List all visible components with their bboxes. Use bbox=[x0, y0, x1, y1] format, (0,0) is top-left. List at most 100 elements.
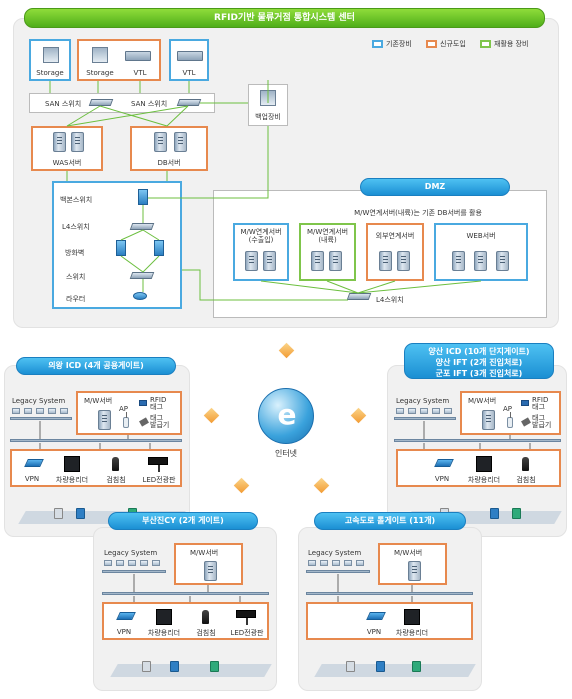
pc-icon bbox=[356, 560, 364, 566]
dmz-l4-switch-label: L4스위치 bbox=[376, 296, 404, 304]
uiwang-title: 의왕 ICD (4개 공용게이트) bbox=[16, 357, 176, 375]
vehicle-reader-icon bbox=[64, 456, 80, 472]
uiwang-legacy-label: Legacy System bbox=[12, 397, 66, 405]
server-icon bbox=[71, 132, 84, 152]
was-server-label: WAS서버 bbox=[52, 159, 82, 167]
gauge-icon bbox=[112, 457, 119, 471]
busan-gate-box: VPN 차량용리더 검침침 LED전광판 bbox=[102, 602, 269, 640]
storage-label-2: Storage bbox=[86, 69, 114, 77]
pc-icon bbox=[24, 408, 32, 414]
vtl-icon bbox=[125, 51, 151, 61]
mw-import-box: M/W연계서버 (수출입) bbox=[233, 223, 289, 281]
firewall-icon bbox=[154, 240, 164, 256]
server-icon bbox=[397, 251, 410, 271]
dmz-note: M/W연계서버(내륙)는 기존 DB서버를 활용 bbox=[354, 209, 482, 217]
yangsan-mw-box: M/W서버 AP RFID 태그 태그 발급기 bbox=[460, 391, 561, 435]
yangsan-title-line2: 양산 IFT (2개 진입처로) bbox=[435, 358, 523, 367]
truck-icon bbox=[346, 661, 355, 672]
pc-icon bbox=[432, 408, 440, 414]
legend-label-new: 신규도입 bbox=[440, 40, 466, 48]
pc-icon bbox=[444, 408, 452, 414]
vehicle-reader-icon bbox=[404, 609, 420, 625]
switch-label: 스위치 bbox=[66, 273, 86, 281]
yangsan-rfid-label: RFID 태그 bbox=[532, 396, 549, 411]
led-board-icon bbox=[148, 457, 168, 472]
yangsan-tag-printer-label: 태그 발급기 bbox=[532, 414, 552, 429]
uiwang-rfid-label: RFID 태그 bbox=[150, 396, 167, 411]
site-bus bbox=[306, 592, 473, 595]
uiwang-tag-printer-label: 태그 발급기 bbox=[150, 414, 170, 429]
external-server-label: 외부연계서버 bbox=[375, 232, 415, 240]
site-bus bbox=[10, 439, 182, 442]
ap-icon bbox=[507, 412, 513, 428]
storage-icon bbox=[92, 47, 108, 63]
rfid-tag-icon bbox=[521, 400, 529, 406]
storage-box-1: Storage bbox=[29, 39, 71, 81]
busan-reader-label: 차량용리더 bbox=[147, 629, 181, 637]
vtl-label-2: VTL bbox=[182, 69, 196, 77]
led-board-icon bbox=[236, 610, 256, 625]
pc-icon bbox=[408, 408, 416, 414]
yangsan-mw-label: M/W서버 bbox=[468, 397, 497, 405]
legacy-bus bbox=[394, 417, 456, 420]
site-bus bbox=[394, 439, 561, 442]
uiwang-mw-box: M/W서버 AP RFID 태그 태그 발급기 bbox=[76, 391, 182, 435]
yangsan-legacy-label: Legacy System bbox=[396, 397, 450, 405]
san-switch-label-1: SAN 스위치 bbox=[45, 100, 82, 108]
backbone-switch-label: 백본스위치 bbox=[60, 196, 93, 204]
db-server-box: DB서버 bbox=[130, 126, 208, 171]
web-server-label: WEB서버 bbox=[466, 232, 496, 240]
server-icon bbox=[496, 251, 509, 271]
server-icon bbox=[154, 132, 167, 152]
vtl-label-1: VTL bbox=[133, 69, 147, 77]
server-icon bbox=[53, 132, 66, 152]
pc-icon bbox=[48, 408, 56, 414]
vtl-icon bbox=[177, 51, 203, 61]
internet-label: 인터넷 bbox=[274, 449, 298, 458]
busan-mw-box: M/W서버 bbox=[174, 543, 243, 585]
busan-gauge-label: 검침침 bbox=[196, 629, 216, 637]
highway-mw-box: M/W서버 bbox=[378, 543, 447, 585]
gauge-icon bbox=[202, 610, 209, 624]
yangsan-title: 양산 ICD (10개 단지게이트) 양산 IFT (2개 진입처로) 군포 I… bbox=[404, 343, 554, 379]
uiwang-led-label: LED전광판 bbox=[142, 476, 176, 484]
vehicle-reader-icon bbox=[156, 609, 172, 625]
web-server-box: WEB서버 bbox=[434, 223, 528, 281]
router-label: 라우터 bbox=[66, 295, 86, 303]
highway-title: 고속도로 톨게이트 (11개) bbox=[314, 512, 466, 530]
rfid-tag-icon bbox=[139, 400, 147, 406]
busan-legacy-label: Legacy System bbox=[104, 549, 158, 557]
pc-icon bbox=[396, 408, 404, 414]
firewall-icon bbox=[116, 240, 126, 256]
truck-icon bbox=[512, 508, 521, 519]
backup-label: 백업장비 bbox=[255, 113, 281, 121]
mw-inland-box: M/W연계서버 (내륙) bbox=[299, 223, 356, 281]
pc-icon bbox=[320, 560, 328, 566]
yangsan-title-line3: 군포 IFT (3개 진입처로) bbox=[435, 369, 523, 378]
l4-switch-label: L4스위치 bbox=[62, 223, 90, 231]
uiwang-reader-label: 차량용리더 bbox=[55, 476, 89, 484]
mw-import-label: M/W연계서버 (수출입) bbox=[240, 228, 282, 244]
legend-swatch-new bbox=[426, 40, 437, 48]
pc-icon bbox=[36, 408, 44, 414]
server-icon bbox=[408, 561, 421, 581]
server-icon bbox=[452, 251, 465, 271]
truck-icon bbox=[170, 661, 179, 672]
busan-mw-label: M/W서버 bbox=[190, 549, 219, 557]
legend-label-reused: 재활용 장비 bbox=[494, 40, 529, 48]
legacy-bus bbox=[102, 570, 166, 573]
server-icon bbox=[482, 410, 495, 430]
server-icon bbox=[263, 251, 276, 271]
center-title: RFID기반 물류거점 통합시스템 센터 bbox=[24, 8, 545, 28]
internet-e-icon: e bbox=[277, 398, 297, 431]
yangsan-ap-label: AP bbox=[503, 405, 513, 413]
pc-icon bbox=[344, 560, 352, 566]
truck-icon bbox=[142, 661, 151, 672]
server-icon bbox=[329, 251, 342, 271]
gauge-icon bbox=[522, 457, 529, 471]
storage-label-1: Storage bbox=[36, 69, 64, 77]
server-icon bbox=[474, 251, 487, 271]
server-icon bbox=[311, 251, 324, 271]
server-icon bbox=[379, 251, 392, 271]
